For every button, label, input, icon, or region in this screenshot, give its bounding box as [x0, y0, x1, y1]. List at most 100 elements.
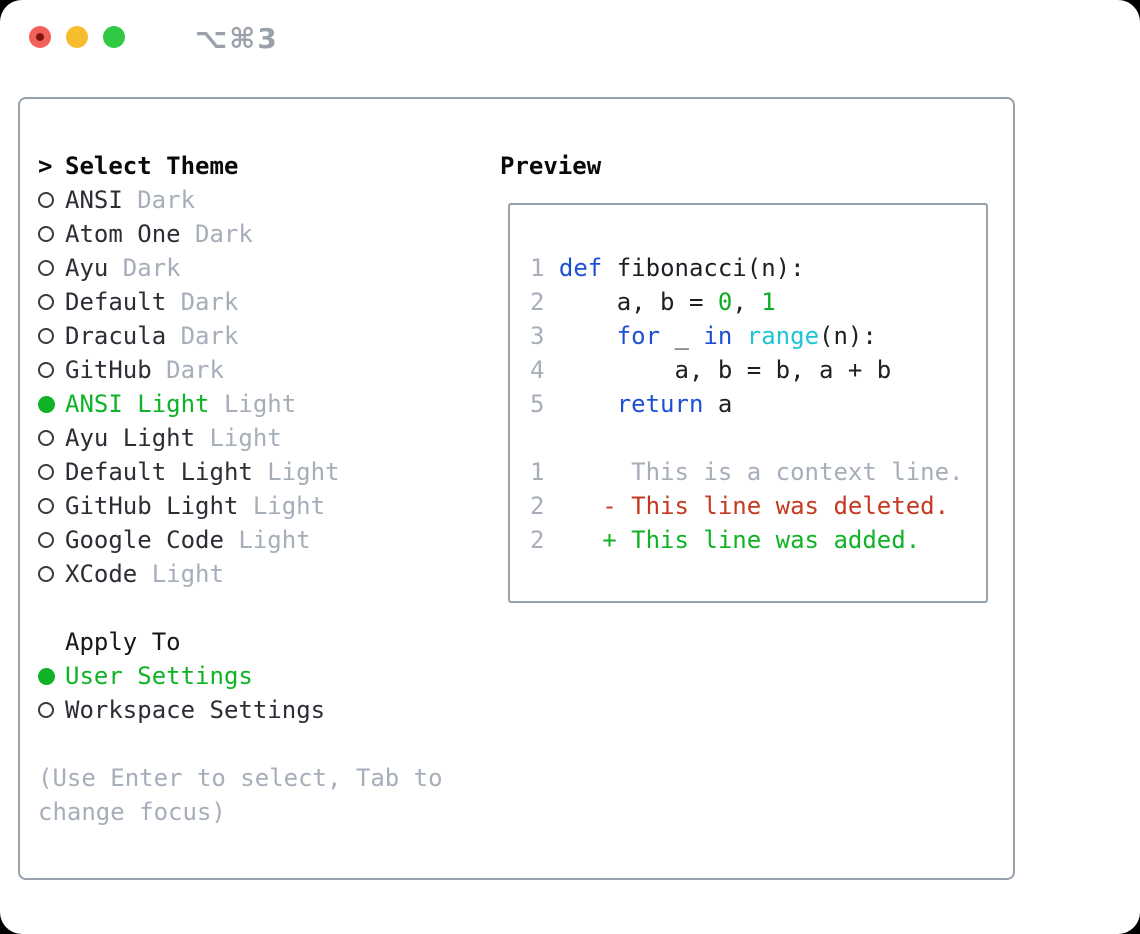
code-token: 1	[761, 288, 776, 316]
theme-variant-label: Light	[151, 560, 224, 588]
apply-option-workspace-settings[interactable]: Workspace Settings	[38, 693, 460, 727]
keyboard-hint: (Use Enter to select, Tab to change focu…	[38, 764, 458, 826]
code-token: a, b = b, a + b	[558, 356, 892, 384]
radio-selected-icon	[38, 667, 55, 685]
radio-unselected-icon	[38, 294, 54, 310]
theme-variant-label: Dark	[166, 356, 224, 384]
radio-unselected-icon	[38, 498, 54, 514]
select-theme-header: > Select Theme	[38, 149, 460, 183]
theme-option-label: ANSI	[65, 186, 123, 214]
line-number: 2	[530, 288, 559, 316]
line-number: 2	[530, 492, 559, 520]
preview-code-line: 5 return a	[530, 387, 986, 421]
theme-variant-label: Light	[267, 458, 340, 486]
radio-unselected-icon	[38, 464, 54, 480]
theme-option-default-light-light[interactable]: Default Light Light	[38, 455, 460, 489]
line-number: 5	[530, 390, 559, 418]
theme-option-ayu-light-light[interactable]: Ayu Light Light	[38, 421, 460, 455]
theme-option-label: GitHub Light	[65, 492, 239, 520]
radio-unselected-icon	[38, 362, 54, 378]
preview-blank-line	[530, 421, 986, 455]
code-token: _	[660, 322, 704, 350]
theme-variant-label: Dark	[137, 186, 196, 214]
theme-option-ansi-light-light[interactable]: ANSI Light Light	[38, 387, 460, 421]
radio-unselected-icon	[38, 702, 54, 718]
theme-variant-label: Light	[209, 424, 282, 452]
theme-option-github-light-light[interactable]: GitHub Light Light	[38, 489, 460, 523]
preview-code-line: 2 + This line was added.	[530, 523, 986, 557]
preview-code-line: 4 a, b = b, a + b	[530, 353, 986, 387]
preview-code-line: 1 This is a context line.	[530, 455, 986, 489]
theme-variant-label: Light	[252, 492, 326, 520]
minimize-button[interactable]	[66, 26, 88, 48]
theme-option-label: Ayu	[65, 254, 109, 282]
radio-unselected-icon	[38, 260, 54, 276]
code-token: This is a context line.	[558, 458, 964, 486]
radio-unselected-icon	[38, 430, 54, 446]
preview-code-line: 2 - This line was deleted.	[530, 489, 986, 523]
zoom-button[interactable]	[103, 26, 125, 48]
code-token: range	[746, 322, 820, 350]
theme-option-github-dark[interactable]: GitHub Dark	[38, 353, 460, 387]
theme-option-label: ANSI Light	[65, 390, 210, 418]
theme-option-label: Atom One	[65, 220, 181, 248]
radio-unselected-icon	[38, 192, 54, 208]
line-number: 4	[530, 356, 559, 384]
line-number: 1	[530, 458, 559, 486]
theme-variant-label: Light	[238, 526, 311, 554]
code-token: fibonacci(n):	[602, 254, 805, 282]
theme-option-label: Default Light	[65, 458, 253, 486]
apply-option-user-settings[interactable]: User Settings	[38, 659, 460, 693]
theme-variant-label: Dark	[180, 288, 239, 316]
apply-option-label: User Settings	[65, 662, 253, 690]
theme-option-xcode-light[interactable]: XCode Light	[38, 557, 460, 591]
code-token: a	[703, 390, 733, 418]
code-token: (n):	[819, 322, 877, 350]
preview-code-line: 2 a, b = 0, 1	[530, 285, 986, 319]
preview-title: Preview	[500, 152, 602, 180]
select-theme-title: Select Theme	[65, 152, 239, 180]
code-token	[732, 322, 746, 350]
preview-code-line: 3 for _ in range(n):	[530, 319, 986, 353]
close-button[interactable]	[29, 26, 51, 48]
code-token: 0	[717, 288, 733, 316]
theme-option-label: GitHub	[65, 356, 152, 384]
theme-option-label: XCode	[65, 560, 138, 588]
line-number: 3	[530, 322, 559, 350]
apply-option-label: Workspace Settings	[65, 696, 326, 724]
code-token: ,	[732, 288, 762, 316]
preview-header: Preview	[500, 149, 601, 183]
theme-option-label: Default	[65, 288, 167, 316]
prompt-caret-icon: >	[38, 152, 53, 180]
theme-option-label: Ayu Light	[65, 424, 196, 452]
code-token: def	[558, 254, 603, 282]
preview-code-line: 1 def fibonacci(n):	[530, 251, 986, 285]
radio-unselected-icon	[38, 566, 54, 582]
line-number: 1	[530, 254, 559, 282]
radio-unselected-icon	[38, 328, 54, 344]
code-token: for	[616, 322, 661, 350]
code-token: - This line was deleted.	[558, 492, 950, 520]
theme-variant-label: Dark	[122, 254, 181, 282]
code-token: return	[616, 390, 704, 418]
radio-unselected-icon	[38, 532, 54, 548]
radio-selected-icon	[38, 395, 55, 413]
code-token	[559, 390, 617, 418]
window-title-shortcut: ⌥⌘3	[195, 22, 279, 55]
theme-option-label: Dracula	[65, 322, 167, 350]
theme-option-default-dark[interactable]: Default Dark	[38, 285, 460, 319]
theme-option-ayu-dark[interactable]: Ayu Dark	[38, 251, 460, 285]
theme-option-ansi-dark[interactable]: ANSI Dark	[38, 183, 460, 217]
code-token: a, b =	[558, 288, 718, 316]
theme-variant-label: Light	[223, 390, 297, 418]
code-token	[559, 322, 617, 350]
